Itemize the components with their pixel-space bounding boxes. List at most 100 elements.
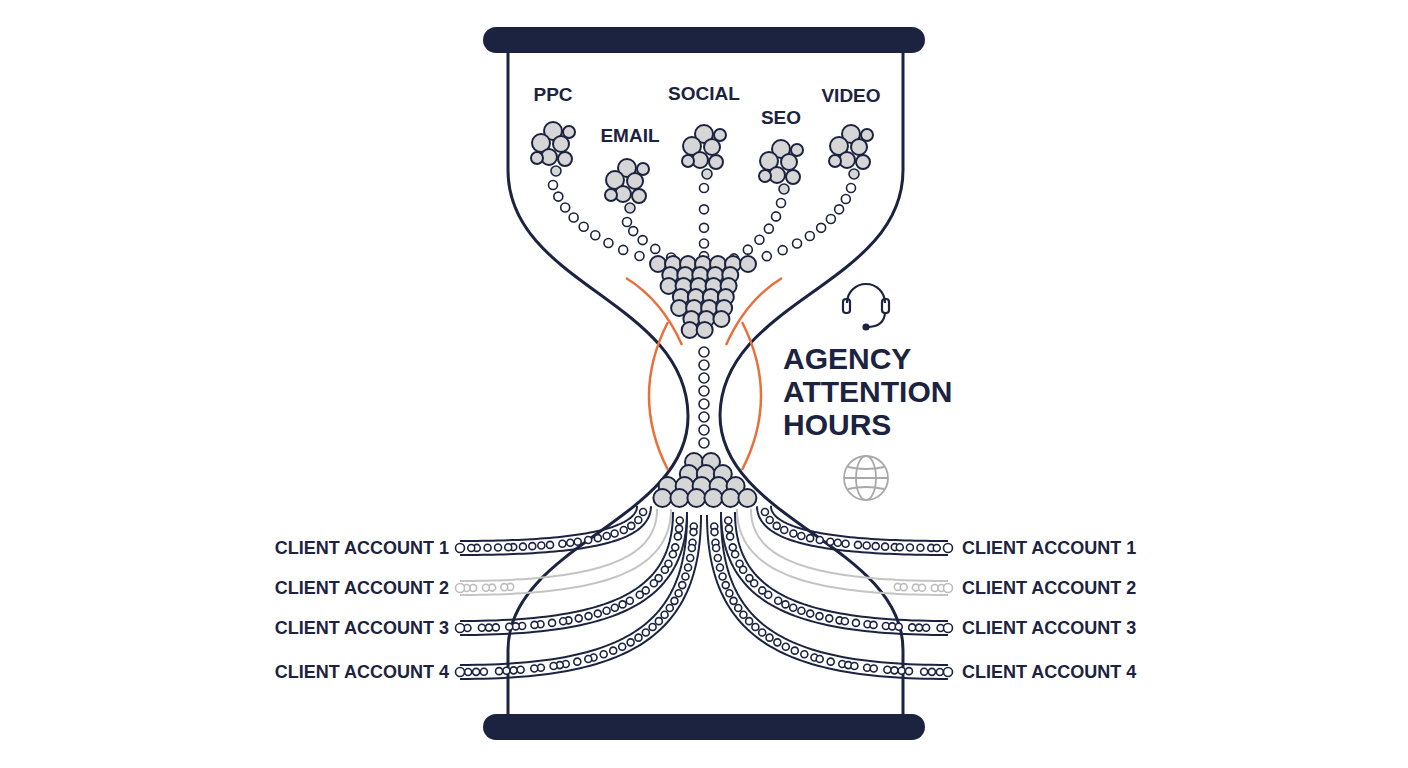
flow-band-line <box>735 512 948 621</box>
attention-bubble <box>779 184 789 194</box>
attention-bubble <box>791 647 798 654</box>
top-cap <box>483 27 925 53</box>
attention-bubble <box>944 544 953 553</box>
attention-bubble <box>457 585 464 592</box>
attention-bubble <box>782 601 789 608</box>
attention-bubble <box>906 544 913 551</box>
flow-band-line <box>460 515 701 679</box>
headset-icon <box>843 284 889 330</box>
attention-bubble <box>699 373 709 383</box>
attention-bubble <box>761 509 768 516</box>
attention-bubble <box>605 189 617 201</box>
attention-bubble <box>827 658 834 665</box>
attention-bubble <box>762 252 771 261</box>
attention-bubble <box>700 205 709 214</box>
attention-bubble <box>933 544 940 551</box>
attention-bubble <box>549 181 558 190</box>
attention-bubble <box>725 525 732 532</box>
attention-bubble <box>909 624 916 631</box>
flow-band-line <box>737 509 948 595</box>
flow-bands <box>460 506 948 679</box>
attention-bubble <box>826 615 833 622</box>
attention-bubble <box>700 223 709 232</box>
attention-bubble <box>492 624 499 631</box>
attention-bubble <box>709 155 723 169</box>
attention-bubble <box>928 668 935 675</box>
attention-bubble <box>651 244 660 253</box>
attention-bubble <box>510 667 517 674</box>
attention-bubble <box>702 169 712 179</box>
attention-bubble <box>457 669 464 676</box>
attention-bubble <box>495 544 502 551</box>
attention-bubble <box>611 530 618 537</box>
attention-bubble <box>699 425 709 435</box>
attention-bubble <box>719 573 726 580</box>
attention-bubble <box>861 129 873 141</box>
resource-label: AGENCY ATTENTION HOURS <box>783 342 983 441</box>
attention-bubble <box>637 163 649 175</box>
attention-bubble <box>700 184 709 193</box>
attention-bubble <box>891 667 898 674</box>
client-label: CLIENT ACCOUNT 3 <box>962 618 1192 639</box>
attention-bubble <box>465 668 472 675</box>
attention-bubble <box>685 564 692 571</box>
attention-bubble <box>456 668 465 677</box>
attention-bubble <box>480 668 487 675</box>
attention-bubble <box>531 152 543 164</box>
attention-bubble <box>699 399 709 409</box>
attention-bubble <box>551 166 561 176</box>
client-label: CLIENT ACCOUNT 4 <box>219 662 449 683</box>
attention-bubble <box>661 611 668 618</box>
attention-bubble <box>649 624 656 631</box>
attention-bubble <box>849 169 859 179</box>
attention-bubble <box>856 155 870 169</box>
attention-bubble <box>793 239 802 248</box>
attention-bubble <box>690 529 697 536</box>
attention-bubble <box>594 610 601 617</box>
attention-bubble <box>682 322 698 338</box>
attention-bubble <box>687 489 705 507</box>
client-label: CLIENT ACCOUNT 1 <box>219 538 449 559</box>
attention-bubble <box>619 643 626 650</box>
attention-bubble <box>699 438 709 448</box>
attention-bubble <box>697 322 713 338</box>
attention-bubble <box>714 555 721 562</box>
attention-bubble <box>611 604 618 611</box>
attention-bubble <box>775 597 782 604</box>
globe-icon <box>844 456 888 500</box>
attention-bubble <box>755 235 764 244</box>
flow-band-line <box>460 509 671 595</box>
attention-bubble <box>563 126 575 138</box>
attention-bubble <box>638 236 647 245</box>
attention-bubble <box>674 533 681 540</box>
attention-bubble <box>699 360 709 370</box>
attention-bubble <box>817 223 826 232</box>
attention-bubble <box>746 618 753 625</box>
attention-bubble <box>729 544 736 551</box>
glow-arc <box>649 322 668 470</box>
attention-bubble <box>642 629 649 636</box>
attention-bubble <box>905 668 912 675</box>
attention-bubble <box>704 489 722 507</box>
attention-bubble <box>782 643 789 650</box>
attention-bubble <box>870 665 877 672</box>
attention-bubble <box>456 584 465 593</box>
attention-bubble <box>829 155 841 167</box>
attention-bubble <box>807 535 814 542</box>
globe-latitude <box>848 467 884 469</box>
attention-bubble <box>735 605 742 612</box>
flow-band-line <box>460 515 687 665</box>
flow-band-line <box>460 512 673 621</box>
attention-bubble <box>623 218 632 227</box>
attention-bubble <box>501 584 508 591</box>
channel-label: SOCIAL <box>644 83 764 105</box>
flow-band-line <box>771 506 948 541</box>
attention-bubble <box>550 663 557 670</box>
attention-bubble <box>870 621 877 628</box>
attention-bubble <box>676 525 683 532</box>
attention-bubble <box>603 532 610 539</box>
attention-bubble <box>772 212 781 221</box>
attention-bubble <box>726 590 733 597</box>
